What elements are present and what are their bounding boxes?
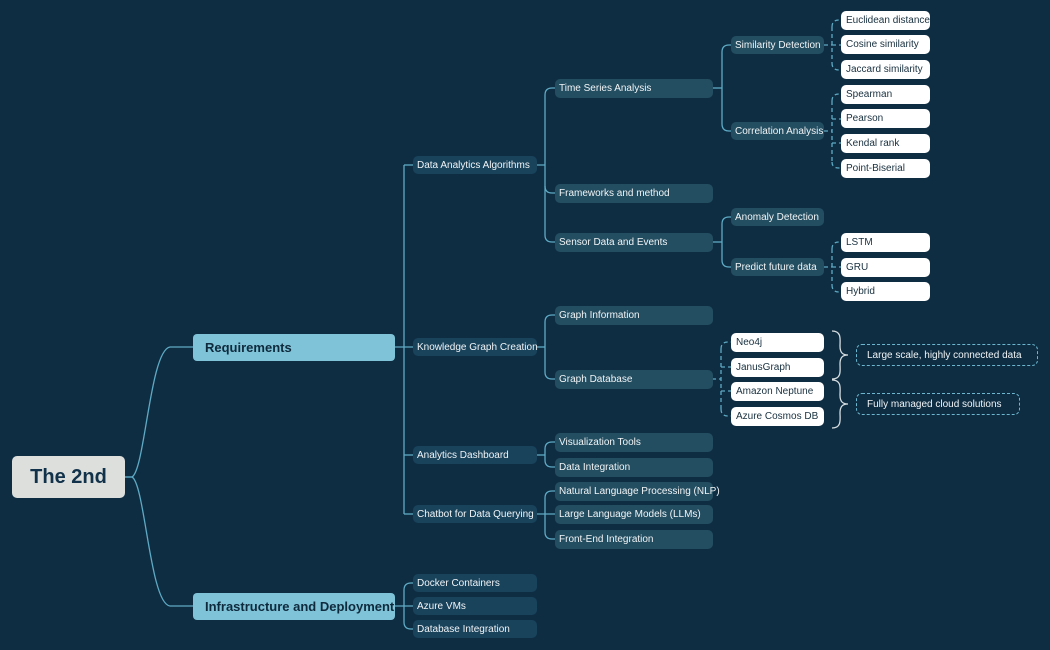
analytics-dashboard-node[interactable]: Analytics Dashboard — [413, 446, 537, 464]
knowledge-graph-node[interactable]: Knowledge Graph Creation — [413, 338, 538, 356]
pearson-label: Pearson — [846, 113, 884, 124]
correlation-analysis-node[interactable]: Correlation Analysis — [731, 122, 824, 140]
gru-label: GRU — [846, 262, 869, 273]
root-label: The 2nd — [30, 465, 107, 488]
graph-database-label: Graph Database — [559, 374, 633, 385]
data-integration-node[interactable]: Data Integration — [555, 458, 713, 477]
infrastructure-node[interactable]: Infrastructure and Deployment — [193, 593, 395, 620]
kendal-rank-node[interactable]: Kendal rank — [841, 134, 930, 153]
neo4j-node[interactable]: Neo4j — [731, 333, 824, 352]
docker-containers-node[interactable]: Docker Containers — [413, 574, 537, 592]
lstm-label: LSTM — [846, 237, 873, 248]
visualization-tools-label: Visualization Tools — [559, 437, 641, 448]
similarity-detection-label: Similarity Detection — [735, 39, 821, 51]
graph-information-node[interactable]: Graph Information — [555, 306, 713, 325]
graph-information-label: Graph Information — [559, 310, 640, 321]
hybrid-label: Hybrid — [846, 286, 875, 297]
database-integration-node[interactable]: Database Integration — [413, 620, 537, 638]
chatbot-label: Chatbot for Data Querying — [417, 508, 534, 520]
anomaly-detection-label: Anomaly Detection — [735, 211, 819, 223]
hybrid-node[interactable]: Hybrid — [841, 282, 930, 301]
llm-node[interactable]: Large Language Models (LLMs) — [555, 505, 713, 524]
lstm-node[interactable]: LSTM — [841, 233, 930, 252]
jaccard-similarity-label: Jaccard similarity — [846, 64, 923, 75]
kendal-rank-label: Kendal rank — [846, 138, 900, 149]
pearson-node[interactable]: Pearson — [841, 109, 930, 128]
infrastructure-label: Infrastructure and Deployment — [205, 599, 395, 614]
spearman-node[interactable]: Spearman — [841, 85, 930, 104]
root-node[interactable]: The 2nd — [12, 456, 125, 498]
nlp-node[interactable]: Natural Language Processing (NLP) — [555, 482, 720, 501]
point-biserial-label: Point-Biserial — [846, 163, 905, 174]
nlp-label: Natural Language Processing (NLP) — [559, 486, 720, 497]
euclidean-distance-node[interactable]: Euclidean distance — [841, 11, 930, 30]
summary-large-scale[interactable]: Large scale, highly connected data — [856, 344, 1038, 366]
sensor-data-label: Sensor Data and Events — [559, 237, 668, 248]
llm-label: Large Language Models (LLMs) — [559, 509, 701, 520]
knowledge-graph-label: Knowledge Graph Creation — [417, 341, 538, 353]
data-analytics-node[interactable]: Data Analytics Algorithms — [413, 156, 537, 174]
correlation-analysis-label: Correlation Analysis — [735, 125, 824, 137]
data-integration-label: Data Integration — [559, 462, 631, 473]
jaccard-similarity-node[interactable]: Jaccard similarity — [841, 60, 930, 79]
data-analytics-label: Data Analytics Algorithms — [417, 159, 530, 171]
anomaly-detection-node[interactable]: Anomaly Detection — [731, 208, 824, 226]
predict-future-data-label: Predict future data — [735, 261, 817, 273]
time-series-label: Time Series Analysis — [559, 83, 652, 94]
chatbot-node[interactable]: Chatbot for Data Querying — [413, 505, 537, 523]
cosine-similarity-label: Cosine similarity — [846, 39, 919, 50]
amazon-neptune-node[interactable]: Amazon Neptune — [731, 382, 824, 401]
analytics-dashboard-label: Analytics Dashboard — [417, 449, 509, 461]
gru-node[interactable]: GRU — [841, 258, 930, 277]
front-end-integration-label: Front-End Integration — [559, 534, 654, 545]
frameworks-label: Frameworks and method — [559, 188, 670, 199]
azure-vms-label: Azure VMs — [417, 600, 466, 612]
similarity-detection-node[interactable]: Similarity Detection — [731, 36, 824, 54]
requirements-label: Requirements — [205, 340, 292, 355]
summary-cloud-solutions-label: Fully managed cloud solutions — [867, 398, 1002, 410]
summary-large-scale-label: Large scale, highly connected data — [867, 349, 1022, 361]
azure-vms-node[interactable]: Azure VMs — [413, 597, 537, 615]
janusgraph-node[interactable]: JanusGraph — [731, 358, 824, 377]
summary-cloud-solutions[interactable]: Fully managed cloud solutions — [856, 393, 1020, 415]
janusgraph-label: JanusGraph — [736, 362, 791, 373]
point-biserial-node[interactable]: Point-Biserial — [841, 159, 930, 178]
frameworks-node[interactable]: Frameworks and method — [555, 184, 713, 203]
azure-cosmos-db-node[interactable]: Azure Cosmos DB — [731, 407, 824, 426]
cosine-similarity-node[interactable]: Cosine similarity — [841, 35, 930, 54]
spearman-label: Spearman — [846, 89, 893, 100]
sensor-data-node[interactable]: Sensor Data and Events — [555, 233, 713, 252]
time-series-node[interactable]: Time Series Analysis — [555, 79, 713, 98]
graph-database-node[interactable]: Graph Database — [555, 370, 713, 389]
neo4j-label: Neo4j — [736, 337, 763, 348]
amazon-neptune-label: Amazon Neptune — [736, 386, 814, 397]
azure-cosmos-db-label: Azure Cosmos DB — [736, 411, 819, 422]
docker-containers-label: Docker Containers — [417, 577, 500, 589]
database-integration-label: Database Integration — [417, 623, 510, 635]
predict-future-data-node[interactable]: Predict future data — [731, 258, 824, 276]
visualization-tools-node[interactable]: Visualization Tools — [555, 433, 713, 452]
euclidean-distance-label: Euclidean distance — [846, 15, 930, 26]
front-end-integration-node[interactable]: Front-End Integration — [555, 530, 713, 549]
requirements-node[interactable]: Requirements — [193, 334, 395, 361]
